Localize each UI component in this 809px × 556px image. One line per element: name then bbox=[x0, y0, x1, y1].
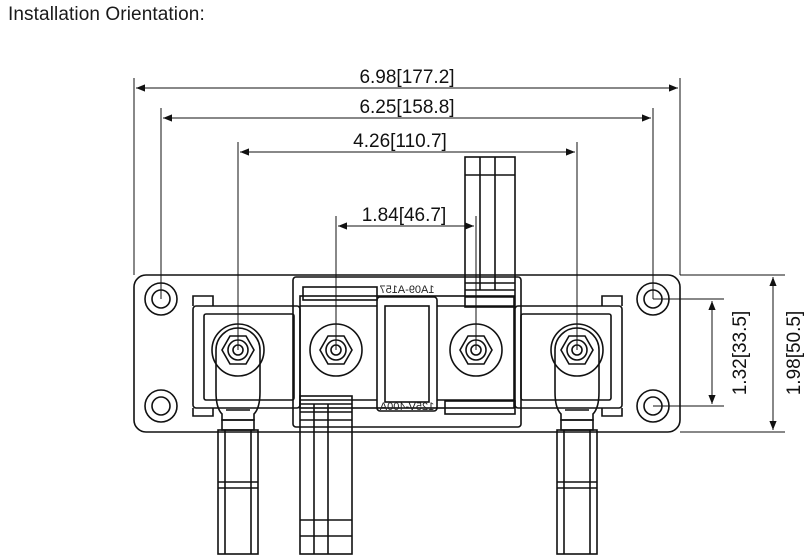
top-tab bbox=[464, 156, 516, 308]
dimension-label-inner-terminal-spacing: 1.84[46.7] bbox=[362, 205, 447, 226]
dimension-label-overall-width: 6.98[177.2] bbox=[359, 67, 454, 88]
dimension-label-overall-height: 1.98[50.5] bbox=[784, 311, 805, 396]
left-cable bbox=[217, 429, 259, 555]
fuse-housing bbox=[292, 276, 522, 428]
dimension-label-hole-spacing: 6.25[158.8] bbox=[359, 97, 454, 118]
base-plate bbox=[133, 274, 681, 433]
right-cable bbox=[556, 429, 598, 555]
bottom-tab bbox=[299, 395, 353, 555]
mounting-hole-bottom-left bbox=[144, 389, 178, 423]
housing-marking-top: 1A09-A157 bbox=[379, 284, 434, 296]
dimension-label-outer-terminal-spacing: 4.26[110.7] bbox=[353, 131, 447, 152]
extension-lines bbox=[133, 78, 785, 433]
housing-marking-bottom: 125V-400A bbox=[379, 401, 434, 413]
dimension-label-hole-vertical-spacing: 1.32[33.5] bbox=[730, 311, 751, 396]
page-title: Installation Orientation: bbox=[8, 4, 205, 25]
